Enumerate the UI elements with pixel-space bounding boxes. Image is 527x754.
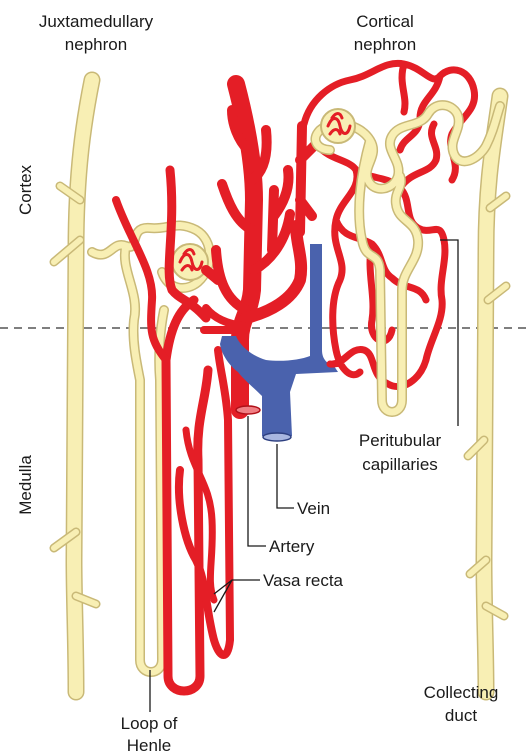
- collecting-duct-label-line2: duct: [445, 706, 477, 725]
- collecting-duct-left: [54, 80, 96, 692]
- vein-label: Vein: [297, 499, 330, 518]
- vasa-recta-leader: [214, 580, 260, 612]
- vasa-recta-label: Vasa recta: [263, 571, 344, 590]
- artery-label: Artery: [269, 537, 315, 556]
- juxtamedullary-label-line2: nephron: [65, 35, 127, 54]
- medulla-label: Medulla: [16, 455, 35, 515]
- cortical-label-line2: nephron: [354, 35, 416, 54]
- peritubular-label-line1: Peritubular: [359, 431, 442, 450]
- peritubular-label-line2: capillaries: [362, 455, 438, 474]
- collecting-duct-right: [468, 96, 506, 692]
- cortical-glomerulus: [321, 109, 355, 143]
- cortical-label-line1: Cortical: [356, 12, 414, 31]
- vein-leader: [277, 444, 294, 508]
- juxtamedullary-label-line1: Juxtamedullary: [39, 12, 154, 31]
- juxtamedullary-glomerulus: [172, 244, 208, 280]
- loop-of-henle-label-line2: Henle: [127, 736, 171, 754]
- loop-of-henle-label-line1: Loop of: [121, 714, 178, 733]
- cortex-label: Cortex: [16, 164, 35, 215]
- collecting-duct-label-line1: Collecting: [424, 683, 499, 702]
